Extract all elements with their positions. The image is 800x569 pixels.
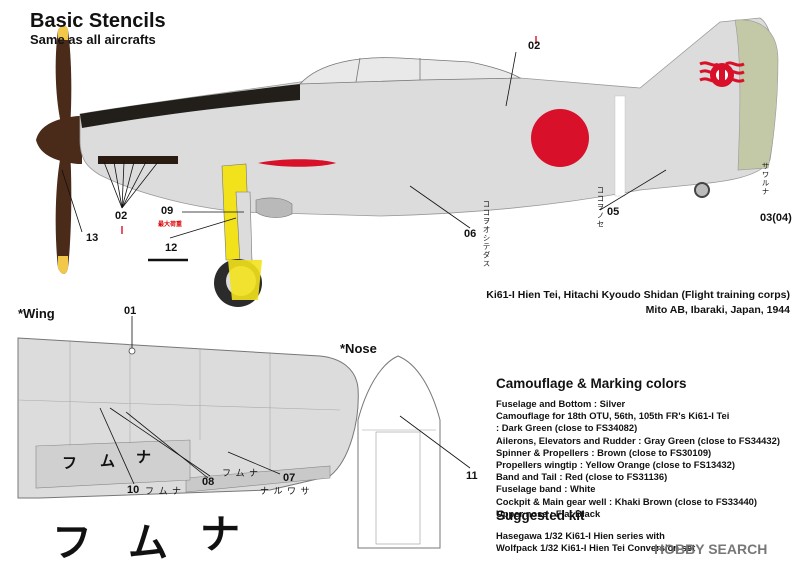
leader-lines xyxy=(61,51,667,239)
suggested-kit-line2: Wolfpack 1/32 Ki61-I Hien Tei Conversion… xyxy=(496,542,696,553)
callout-03: 03(04) xyxy=(760,212,792,224)
wing-stencil-07: ナ ル ワ サ xyxy=(260,486,311,496)
callout-13: 13 xyxy=(86,232,99,244)
exhaust-strip xyxy=(98,156,178,164)
page-subtitle: Same as all aircrafts xyxy=(30,32,156,47)
wing-plan-view xyxy=(17,316,471,549)
callout-10: 10 xyxy=(127,484,140,496)
stencil-03-vertical: サワルナ xyxy=(761,162,770,196)
wing-red-flash xyxy=(258,159,336,167)
callout-06: 06 xyxy=(464,228,477,240)
propeller-tip-upper xyxy=(58,25,68,40)
tail-wheel xyxy=(694,182,710,198)
propeller-tip-lower xyxy=(58,256,68,274)
panel-marking-mu: ム xyxy=(100,453,116,470)
aircraft-caption-line2: Mito AB, Ibaraki, Japan, 1944 xyxy=(645,304,790,316)
upper-nose-black xyxy=(80,84,300,128)
big-marking-fu: フ xyxy=(52,520,92,566)
camouflage-line: Fuselage and Bottom : Silver xyxy=(496,398,626,409)
aileron xyxy=(185,465,331,493)
nose-section-label: *Nose xyxy=(340,341,377,356)
watermark: HOBBY SEARCH xyxy=(654,541,768,557)
wing-leader-lines xyxy=(99,407,281,485)
camouflage-line: Camouflage for 18th OTU, 56th, 105th FR'… xyxy=(496,410,730,422)
aircraft-caption-line1: Ki61-I Hien Tei, Hitachi Kyoudo Shidan (… xyxy=(486,289,790,301)
camouflage-line: Upper nose : Flat Black xyxy=(496,507,601,519)
camouflage-line: Propellers wingtip : Yellow Orange (clos… xyxy=(496,459,735,471)
wing-stencil-08: フ ム ナ xyxy=(222,468,260,478)
callout-09: 09 xyxy=(161,205,174,217)
big-marking-mu: ム xyxy=(128,520,168,566)
callout-11: 11 xyxy=(466,470,478,482)
callout-05: 05 xyxy=(607,206,620,218)
propeller-upper-blade xyxy=(55,25,72,128)
callout-12: 12 xyxy=(165,242,178,254)
page-title: Basic Stencils xyxy=(30,10,166,32)
gear-fairing xyxy=(255,197,293,218)
propeller-lower-blade xyxy=(55,150,72,274)
camouflage-line: Band and Tail : Red (close to FS31136) xyxy=(496,471,668,483)
camouflage-line: Cockpit & Main gear well : Khaki Brown (… xyxy=(496,495,757,507)
hinomaru xyxy=(531,109,589,167)
big-marking-na: ナ xyxy=(200,512,240,558)
callout-08: 08 xyxy=(202,476,215,488)
camouflage-list: Fuselage and Bottom : Silver Camouflage … xyxy=(496,398,780,520)
stencil-06-vertical: ココヲオシテダス xyxy=(482,200,491,268)
wing-panel-lines xyxy=(17,340,341,470)
aircraft-side-view xyxy=(36,17,779,307)
canopy xyxy=(299,57,522,85)
stencil-09-red: 最大荷重 xyxy=(158,222,183,228)
tail-unit-emblem xyxy=(699,61,745,87)
rudder xyxy=(734,19,779,171)
camouflage-line: : Dark Green (close to FS34082) xyxy=(496,422,638,434)
camouflage-line: Fuselage band : White xyxy=(496,483,596,495)
stencil-05-vertical: ココヲノセ xyxy=(596,186,605,229)
spinner xyxy=(36,116,82,164)
camouflage-line: Spinner & Propellers : Brown (close to F… xyxy=(496,446,712,458)
camouflage-title: Camouflage & Marking colors xyxy=(496,376,687,391)
panel-marking-fu: フ xyxy=(62,455,78,472)
wing-section-label: *Wing xyxy=(18,306,55,321)
suggested-kit-line1: Hasegawa 1/32 Ki61-I Hien series with xyxy=(496,530,665,541)
camouflage-line: Ailerons, Elevators and Rudder : Gray Gr… xyxy=(496,434,780,446)
fuselage xyxy=(79,17,777,217)
wing-stencil-10: フ ム ナ xyxy=(145,486,183,496)
fuselage-white-band xyxy=(614,95,626,197)
nose-outline xyxy=(357,355,441,549)
callout-07: 07 xyxy=(283,472,296,484)
flap-panel xyxy=(35,439,191,489)
callout-02-left: 02 xyxy=(115,210,128,222)
panel-marking-na: ナ xyxy=(136,449,152,466)
callout-02-top: 02 xyxy=(528,40,541,52)
callout-01: 01 xyxy=(124,305,137,317)
suggested-kit-title: Suggested kit xyxy=(496,508,585,523)
